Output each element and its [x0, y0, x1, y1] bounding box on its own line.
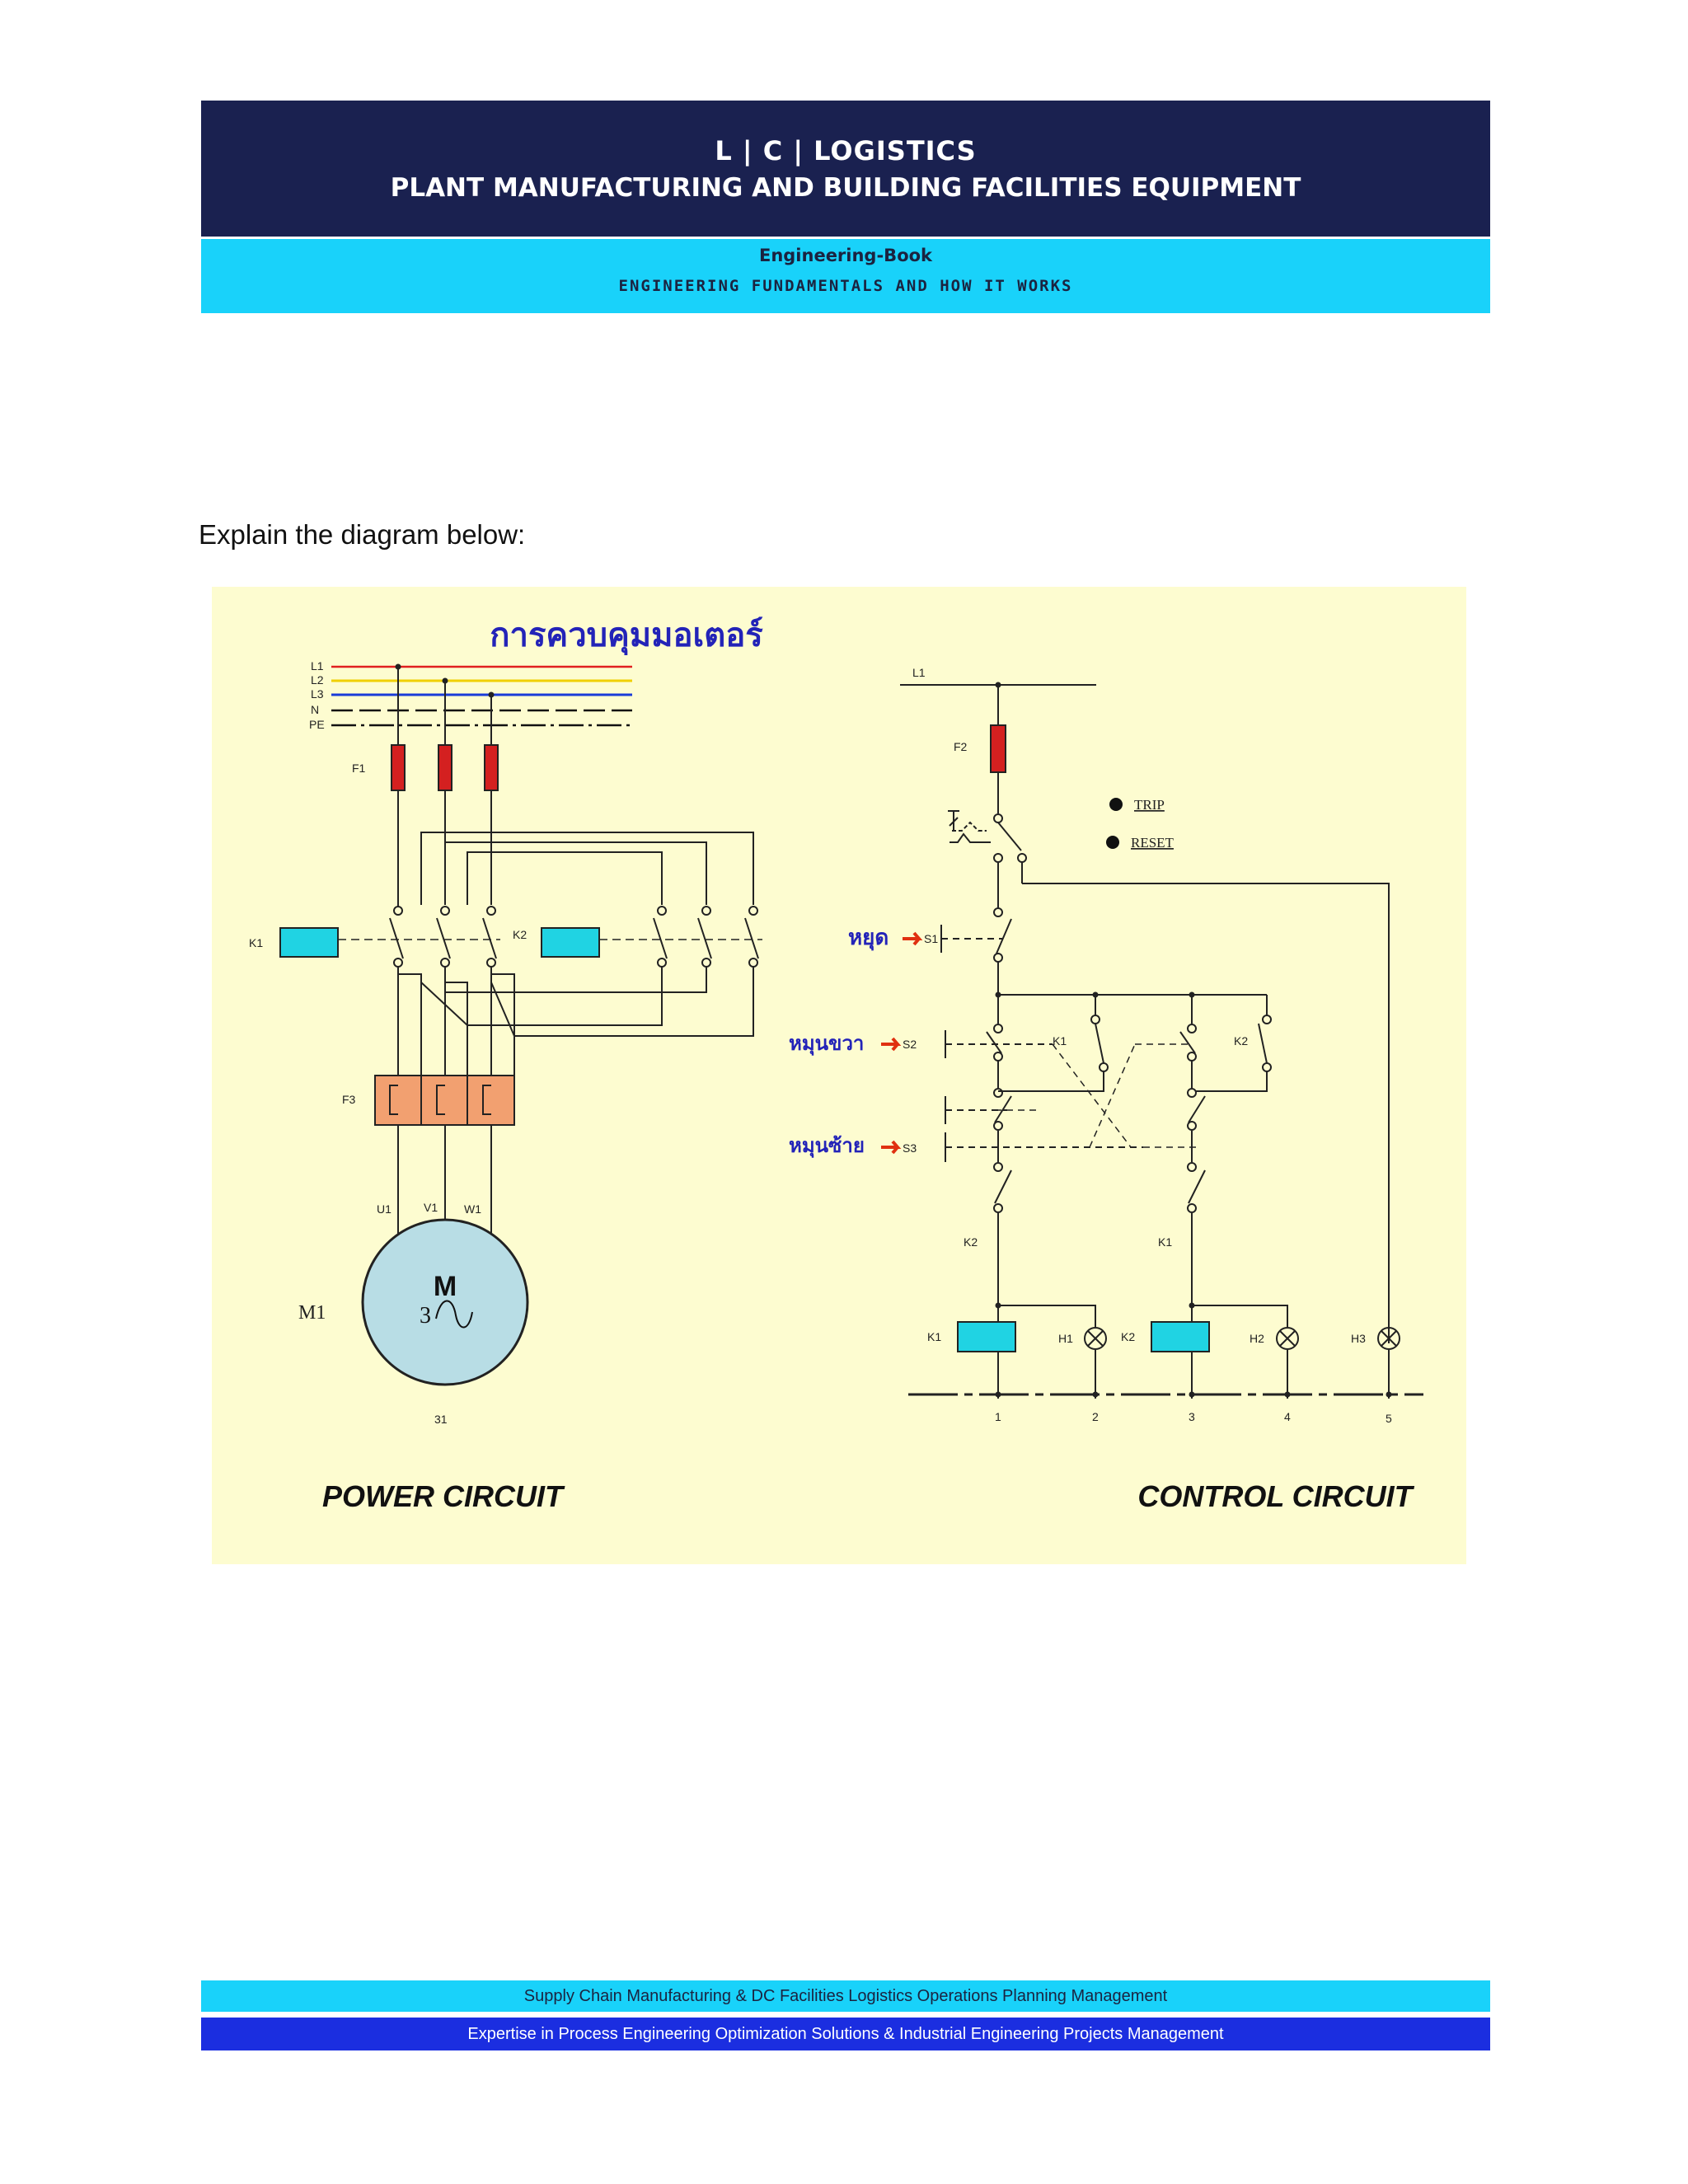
lamp-h2-icon — [1276, 1327, 1299, 1350]
ac-wave-icon — [435, 1300, 473, 1329]
label-f1: F1 — [352, 762, 366, 775]
rung-3: 3 — [1189, 1410, 1195, 1423]
label-s1: S1 — [924, 932, 938, 945]
rung-4: 4 — [1284, 1410, 1291, 1423]
control-coil-k2 — [1151, 1321, 1210, 1352]
header-banner: L | C | LOGISTICS PLANT MANUFACTURING AN… — [201, 101, 1490, 237]
book-name: Engineering-Book — [758, 246, 933, 265]
control-circuit-caption: CONTROL CIRCUIT — [1137, 1479, 1414, 1513]
rung-2: 2 — [1092, 1410, 1099, 1423]
motor-number: 31 — [434, 1413, 448, 1426]
label-l1: L1 — [311, 659, 324, 673]
rung-5: 5 — [1386, 1412, 1392, 1425]
label-v1: V1 — [424, 1201, 438, 1214]
fuse-f1-l2 — [438, 744, 452, 791]
overload-f3-1 — [374, 1075, 422, 1126]
label-h3: H3 — [1351, 1332, 1366, 1345]
motor-letter: M — [434, 1271, 457, 1302]
motor-m1 — [361, 1218, 529, 1386]
label-coil-k1: K1 — [927, 1330, 941, 1343]
power-coil-k1 — [279, 927, 339, 958]
fuse-f1-l1 — [391, 744, 406, 791]
label-coil-k2: K2 — [1121, 1330, 1135, 1343]
label-interlock-k1: K1 — [1158, 1235, 1172, 1249]
label-f3: F3 — [342, 1093, 356, 1106]
trip-indicator-icon — [1109, 798, 1123, 811]
motor-label: M1 — [298, 1302, 326, 1324]
label-u1: U1 — [377, 1202, 392, 1216]
control-coil-k1 — [957, 1321, 1016, 1352]
reset-indicator-icon — [1106, 836, 1119, 849]
left-arrow-icon — [881, 1140, 902, 1155]
label-f2: F2 — [954, 740, 968, 753]
label-power-k1: K1 — [249, 936, 263, 949]
overload-f3-3 — [467, 1075, 515, 1126]
prompt-text: Explain the diagram below: — [199, 519, 526, 550]
label-h2: H2 — [1250, 1332, 1264, 1345]
company-name: L | C | LOGISTICS — [715, 135, 977, 166]
rung-1: 1 — [995, 1410, 1001, 1423]
label-power-k2: K2 — [513, 928, 527, 941]
label-n: N — [311, 703, 319, 716]
footer-line-1: Supply Chain Manufacturing & DC Faciliti… — [201, 1980, 1490, 2012]
label-control-l1: L1 — [912, 666, 926, 679]
overload-f3-2 — [420, 1075, 468, 1126]
fuse-f2 — [990, 724, 1006, 773]
diagram-svg: การควบคุมมอเตอร์ L1 L2 L3 N PE F1 — [249, 616, 1423, 1513]
label-interlock-k2: K2 — [964, 1235, 978, 1249]
lamp-h3-icon — [1377, 1327, 1400, 1350]
label-s2: S2 — [903, 1038, 917, 1051]
motor-phase: 3 — [420, 1303, 431, 1329]
label-l3: L3 — [311, 687, 324, 701]
power-circuit: L1 L2 L3 N PE F1 — [249, 659, 762, 1513]
book-subtitle: ENGINEERING FUNDAMENTALS AND HOW IT WORK… — [618, 277, 1073, 295]
footer-line-2: Expertise in Process Engineering Optimiz… — [201, 2018, 1490, 2050]
subheader-banner: Engineering-Book ENGINEERING FUNDAMENTAL… — [201, 239, 1490, 313]
fuse-f1-l3 — [484, 744, 499, 791]
motor-control-diagram: การควบคุมมอเตอร์ L1 L2 L3 N PE F1 — [212, 587, 1466, 1564]
power-coil-k2 — [541, 927, 600, 958]
trip-label: TRIP — [1134, 797, 1165, 813]
power-circuit-caption: POWER CIRCUIT — [322, 1479, 565, 1513]
label-aux-k1: K1 — [1053, 1034, 1067, 1047]
label-l2: L2 — [311, 673, 324, 687]
stop-label: หยุด — [848, 926, 889, 951]
label-aux-k2: K2 — [1234, 1034, 1248, 1047]
diagram-title: การควบคุมมอเตอร์ — [490, 616, 763, 656]
control-circuit: L1 F2 — [789, 666, 1423, 1513]
label-w1: W1 — [464, 1202, 481, 1216]
stop-arrow-icon — [903, 931, 923, 946]
reset-label: RESET — [1131, 835, 1175, 851]
lamp-h1-icon — [1084, 1327, 1107, 1350]
label-h1: H1 — [1058, 1332, 1073, 1345]
label-pe: PE — [309, 718, 325, 731]
left-rotation-label: หมุนซ้าย — [789, 1134, 865, 1159]
right-arrow-icon — [881, 1037, 902, 1052]
company-tagline: PLANT MANUFACTURING AND BUILDING FACILIT… — [390, 173, 1301, 203]
label-s3: S3 — [903, 1141, 917, 1155]
right-rotation-label: หมุนขวา — [789, 1032, 864, 1057]
